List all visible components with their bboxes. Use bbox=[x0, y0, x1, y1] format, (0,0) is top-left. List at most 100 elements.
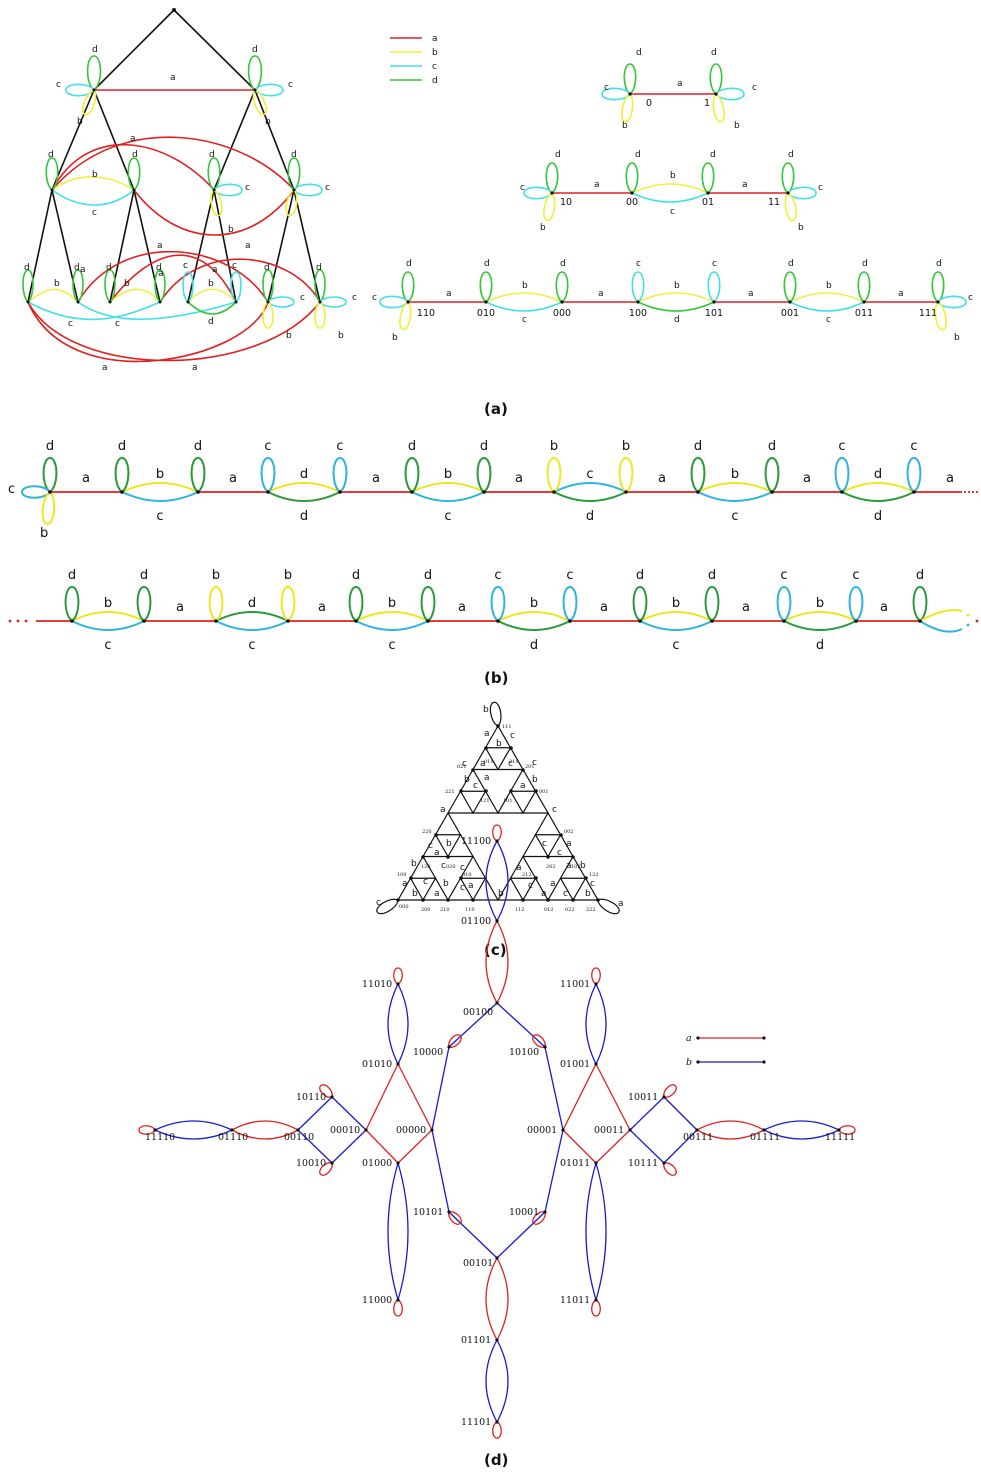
loop-label: c bbox=[8, 482, 15, 497]
loop-label: c bbox=[852, 568, 859, 583]
edge bbox=[411, 482, 485, 493]
legend-label-a: a bbox=[686, 1033, 692, 1044]
vertex bbox=[495, 1338, 499, 1342]
tree-label: a bbox=[212, 265, 218, 275]
loop-edge bbox=[42, 456, 58, 493]
loop-label: b bbox=[338, 331, 344, 341]
vertex bbox=[410, 490, 414, 494]
vertex bbox=[594, 1062, 598, 1066]
edge bbox=[663, 1096, 698, 1131]
loop-edge bbox=[376, 898, 399, 915]
loop-edge bbox=[401, 271, 415, 303]
vertex bbox=[330, 1095, 334, 1099]
caption-a: (a) bbox=[484, 400, 508, 418]
node-label: 000 bbox=[399, 904, 409, 910]
loop-label: d bbox=[694, 439, 702, 454]
edge bbox=[355, 620, 429, 631]
vertex bbox=[230, 1128, 234, 1132]
loop-edge bbox=[332, 456, 348, 493]
loop-label: d bbox=[484, 259, 490, 269]
loop-edge bbox=[393, 1299, 403, 1317]
edge-label: b bbox=[580, 861, 586, 871]
node-label: 00011 bbox=[594, 1125, 624, 1136]
loop-label: d bbox=[708, 568, 716, 583]
vertex bbox=[662, 1161, 666, 1165]
vertex bbox=[234, 300, 238, 304]
tree-label: a bbox=[80, 265, 86, 275]
tree-edges bbox=[27, 9, 321, 303]
node-label: 221 bbox=[445, 789, 455, 795]
edge bbox=[497, 611, 571, 622]
vertex bbox=[696, 1060, 700, 1064]
loop-edge bbox=[543, 192, 556, 222]
vertex bbox=[534, 789, 538, 793]
loop-label: c bbox=[910, 439, 917, 454]
edge-label: d bbox=[635, 150, 641, 160]
vertex bbox=[560, 300, 564, 304]
loop-edge bbox=[937, 295, 967, 309]
vertex bbox=[912, 490, 916, 494]
loop-edge bbox=[136, 585, 152, 622]
loop-edge bbox=[262, 301, 274, 329]
loop-edge bbox=[314, 269, 326, 303]
loop-edge bbox=[20, 485, 51, 499]
edge-label: b bbox=[670, 171, 676, 181]
tree-label: a bbox=[158, 269, 164, 279]
vertex bbox=[186, 300, 190, 304]
edge-label: b bbox=[388, 596, 396, 611]
edge-label: c bbox=[528, 881, 533, 891]
node-label: 11111 bbox=[825, 1132, 855, 1143]
loop-label: d bbox=[264, 263, 270, 273]
edge-label: d bbox=[555, 150, 561, 160]
loop-edge bbox=[591, 967, 601, 985]
loop-edge bbox=[492, 1421, 502, 1439]
tree-label: c bbox=[232, 261, 237, 271]
edge-label: c bbox=[826, 315, 831, 325]
vertex bbox=[364, 1128, 368, 1132]
vertex bbox=[496, 619, 500, 623]
vertex bbox=[48, 490, 52, 494]
vertex bbox=[840, 490, 844, 494]
loop-edge bbox=[65, 83, 95, 97]
edge-label: b bbox=[826, 281, 832, 291]
vertex bbox=[762, 1036, 766, 1040]
vertex bbox=[446, 898, 450, 902]
node-label: 202 bbox=[546, 864, 556, 870]
loop-edge bbox=[704, 585, 720, 622]
edge-label: c bbox=[520, 183, 525, 193]
edge-label: b bbox=[412, 889, 418, 899]
edge bbox=[789, 301, 865, 312]
loop-label: c bbox=[336, 439, 343, 454]
edge bbox=[783, 611, 857, 622]
node-label: 01111 bbox=[750, 1132, 780, 1143]
loop-label: c bbox=[245, 183, 250, 193]
tree-label: c bbox=[68, 319, 73, 329]
tree-bcd-edges bbox=[27, 176, 237, 321]
loop-edge bbox=[348, 585, 364, 622]
edge-label: c bbox=[522, 315, 527, 325]
node-label: 001 bbox=[781, 308, 799, 319]
node-label: 10011 bbox=[628, 1092, 658, 1103]
vertex bbox=[559, 833, 563, 837]
edge-label: b bbox=[464, 775, 470, 785]
loop-edge bbox=[41, 491, 56, 525]
loop-edge bbox=[252, 89, 267, 116]
loop-edge bbox=[260, 456, 276, 493]
edge-label: b bbox=[392, 333, 398, 343]
edge-label: b bbox=[672, 596, 680, 611]
edge-label: b bbox=[816, 596, 824, 611]
node-label: 212 bbox=[522, 872, 532, 878]
edge-label: b bbox=[411, 859, 417, 869]
edge-label: a bbox=[515, 471, 523, 486]
loop-label: c bbox=[838, 439, 845, 454]
loop-label: d bbox=[140, 568, 148, 583]
node-label: 00111 bbox=[683, 1132, 713, 1143]
node-label: 01010 bbox=[362, 1059, 392, 1070]
vertex bbox=[594, 1161, 598, 1165]
loop-edge bbox=[190, 456, 206, 493]
edge-label: b bbox=[496, 739, 502, 749]
edge bbox=[397, 1129, 433, 1164]
edge-label: c bbox=[542, 839, 547, 849]
